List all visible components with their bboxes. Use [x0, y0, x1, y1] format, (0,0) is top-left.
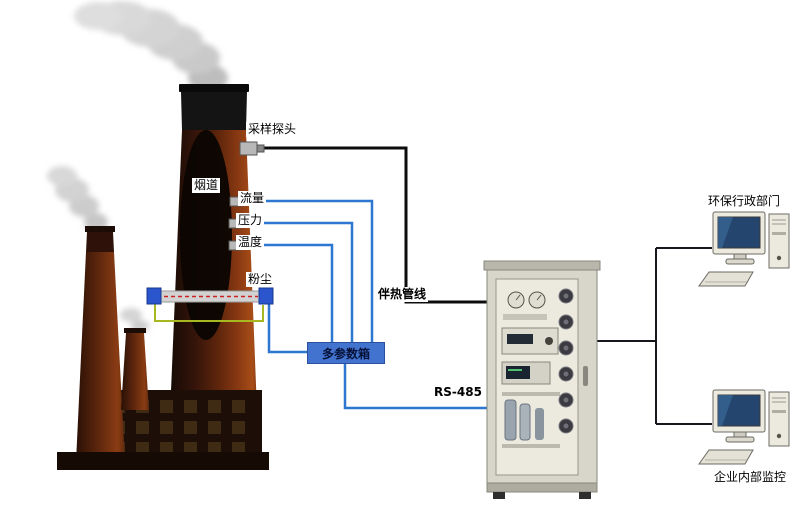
label-epa-department: 环保行政部门	[706, 194, 783, 209]
gas-bottle-icon	[504, 399, 517, 441]
dust-signal-line	[267, 302, 307, 354]
chimney-cap-rim	[85, 226, 115, 232]
epa-computer	[698, 211, 790, 287]
small-chimney	[76, 226, 125, 462]
chimney-cap	[86, 232, 114, 252]
gas-bottle-icon	[535, 408, 544, 440]
label-heated-pipeline: 伴热管线	[376, 287, 429, 302]
label-flow: 流量	[238, 191, 267, 206]
smoke-puff	[74, 2, 122, 30]
cabinet-foot	[493, 492, 505, 499]
keyboard	[698, 449, 754, 465]
label-rs485: RS-485	[432, 385, 484, 400]
chimney-cap	[181, 92, 247, 130]
keyboard	[698, 271, 754, 287]
pc-tower	[768, 391, 790, 447]
dust-monitor	[146, 287, 274, 305]
label-enterprise-monitoring: 企业内部监控	[712, 470, 789, 485]
dust-sensor-left-icon	[146, 287, 162, 305]
chimney-body	[76, 252, 125, 462]
flue-interior	[180, 130, 232, 340]
enterprise-computer	[698, 389, 790, 465]
sampling-probe-icon	[239, 141, 265, 156]
analyzer-cabinet	[483, 260, 601, 499]
chimney-cap-rim	[179, 84, 249, 92]
chimney-cap-rim	[124, 328, 146, 333]
heated-pipeline-line	[262, 146, 487, 304]
smoke-plume-main	[74, 1, 228, 92]
filter-knobs	[558, 288, 574, 434]
rs485-line	[343, 362, 487, 410]
pressure-signal-line	[246, 221, 354, 342]
multi-parameter-box: 多参数箱	[307, 342, 385, 364]
dust-sensor-right-icon	[258, 287, 274, 305]
cabinet-base	[486, 482, 598, 493]
gas-bottle-icon	[519, 403, 531, 441]
label-temperature: 温度	[236, 235, 265, 250]
smoke-plume-small	[47, 166, 108, 231]
network-line	[597, 247, 712, 425]
door-handle	[583, 366, 588, 386]
label-dust: 粉尘	[246, 272, 275, 287]
label-pressure: 压力	[236, 213, 265, 228]
cabinet-foot	[579, 492, 591, 499]
cabinet-shelf	[503, 314, 547, 320]
chimney-body	[121, 333, 149, 410]
cabinet-shelf	[502, 444, 560, 448]
dust-loop-line	[154, 303, 264, 322]
temperature-signal-line	[246, 243, 334, 342]
ground-platform	[57, 452, 269, 470]
label-sampling-probe: 采样探头	[246, 122, 299, 137]
cabinet-shelf	[502, 392, 560, 396]
pc-tower	[768, 213, 790, 269]
analyzer-knob	[545, 337, 553, 345]
cabinet-top	[483, 260, 601, 271]
analyzer-display	[507, 334, 533, 344]
smoke-puff	[120, 308, 142, 322]
label-flue: 烟道	[192, 178, 221, 193]
controller-screen	[506, 366, 530, 379]
flow-signal-line	[246, 199, 374, 342]
tiny-chimney	[121, 328, 149, 410]
smoke-puff	[47, 166, 77, 186]
